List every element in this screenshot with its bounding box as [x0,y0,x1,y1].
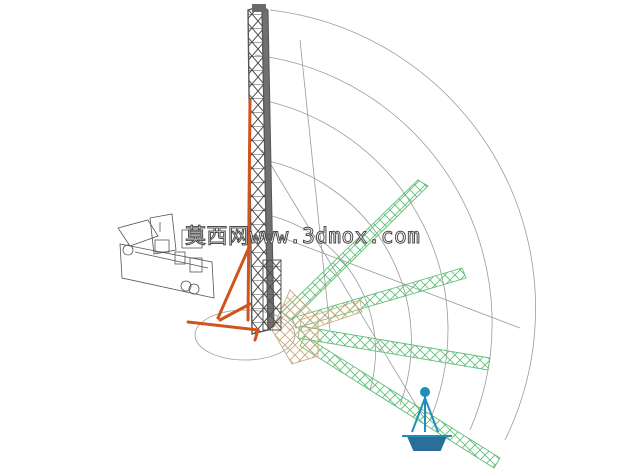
boom-position-1 [281,179,429,321]
swing-radius-arcs [254,9,536,441]
lattice-mast-icon [247,4,282,335]
boom-fan-tan-2 [299,299,363,333]
carrier-truck-icon [117,213,215,299]
boom-fan-tan [271,289,319,365]
small-derrick-icon [402,387,452,451]
boom-position-3 [297,325,491,371]
mast-raising-brace [186,98,260,342]
